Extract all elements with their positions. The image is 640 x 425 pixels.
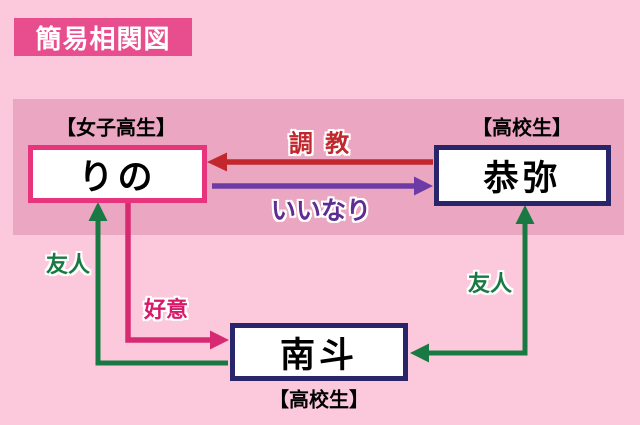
node-rino-name: りの (78, 156, 157, 198)
koui-label: 好意 (143, 297, 189, 323)
choukyou-arrow-head (207, 152, 227, 172)
kyouya-tag: 【高校生】 (472, 115, 572, 140)
node-kyouya: 恭弥 (434, 145, 611, 206)
nanto-tag: 【高校生】 (269, 387, 369, 412)
yuujin-left-arrow-head (88, 202, 108, 221)
page-title: 簡易相関図 (14, 18, 192, 56)
node-nanto: 南斗 (230, 323, 408, 381)
yuujin-left-label: 友人 (45, 252, 91, 278)
page-title-text: 簡易相関図 (35, 23, 171, 54)
yuujin-right-arrow-line (427, 222, 528, 356)
choukyou-label: 調 教 (288, 128, 352, 158)
koui-arrow-line (125, 203, 212, 343)
yuujin-left-arrow-line (95, 219, 228, 366)
node-nanto-name: 南斗 (279, 334, 358, 376)
rino-tag: 【女子高生】 (56, 115, 176, 140)
yuujin-right-label: 友人 (467, 271, 513, 297)
iinari-arrow-head (414, 176, 433, 196)
yuujin-right-arrow-head-up (515, 205, 535, 224)
koui-arrow-head (210, 330, 229, 350)
node-kyouya-name: 恭弥 (483, 158, 562, 199)
yuujin-right-arrow-head-left (410, 343, 429, 363)
iinari-label: いいなり (270, 196, 372, 225)
node-rino: りの (28, 145, 207, 203)
